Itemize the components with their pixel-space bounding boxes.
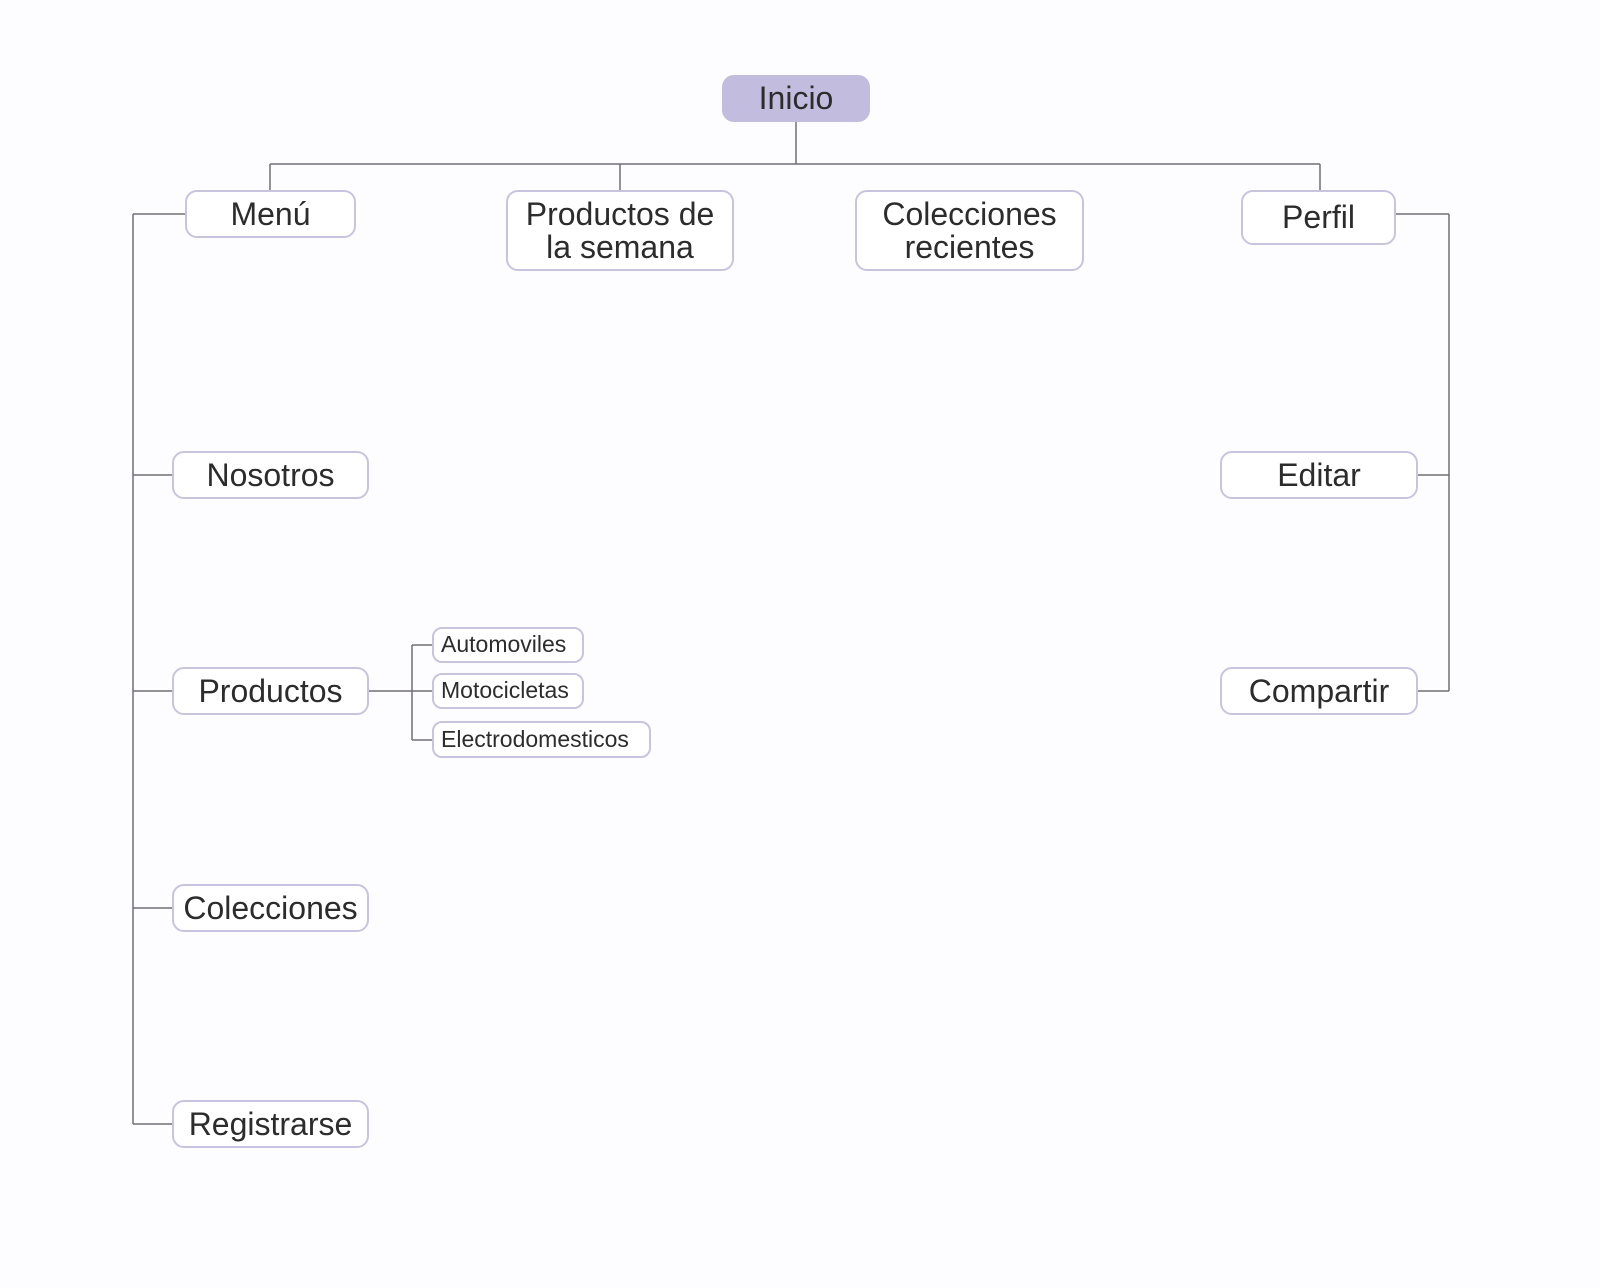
node-inicio: Inicio <box>722 75 870 122</box>
node-compartir: Compartir <box>1220 667 1418 715</box>
node-productos: Productos <box>172 667 369 715</box>
node-perfil: Perfil <box>1241 190 1396 245</box>
node-colecciones-recientes: Colecciones recientes <box>855 190 1084 271</box>
node-automoviles: Automoviles <box>432 627 584 663</box>
node-menu: Menú <box>185 190 356 238</box>
node-colecciones: Colecciones <box>172 884 369 932</box>
node-editar: Editar <box>1220 451 1418 499</box>
node-nosotros: Nosotros <box>172 451 369 499</box>
node-productos-de-la-semana: Productos de la semana <box>506 190 734 271</box>
node-registrarse: Registrarse <box>172 1100 369 1148</box>
node-electrodomesticos: Electrodomesticos <box>432 721 651 758</box>
node-motocicletas: Motocicletas <box>432 673 584 709</box>
